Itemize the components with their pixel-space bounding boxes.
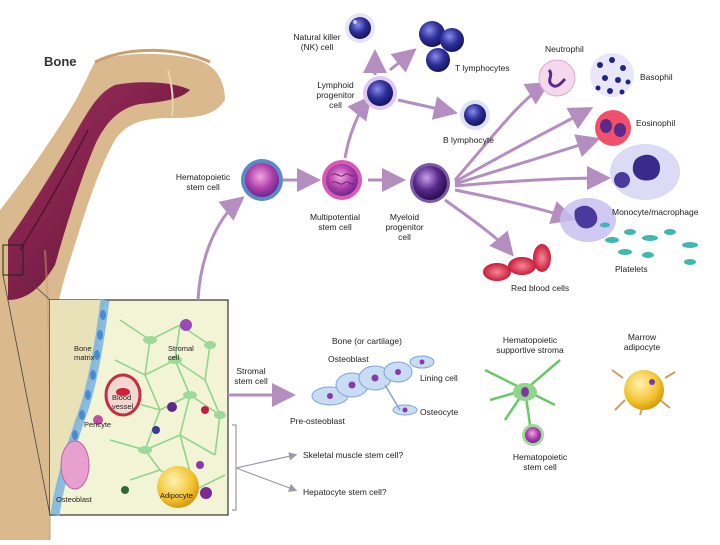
red-blood-cells [483,244,551,281]
lymphoid-progenitor-cell [363,76,397,110]
label-stromal-cell-inset: Stromal cell [168,344,194,362]
label-stromal-stem-cell: Stromal stem cell [234,366,268,386]
label-bone-or-cartilage: Bone (or cartilage) [332,336,402,346]
label-pre-osteoblast: Pre-osteoblast [290,416,345,426]
label-supportive-stroma: Hematopoietic supportive stroma [496,335,564,355]
zoom-line-1 [22,274,51,301]
monocyte-macrophage [560,144,680,242]
label-pericyte: Pericyte [84,420,112,429]
label-basophil: Basophil [640,72,673,82]
label-osteoblast: Osteoblast [328,354,369,364]
hematopoietic-stem-cell [241,159,283,201]
b-lymphocyte [460,100,490,130]
label-skeletal-muscle: Skeletal muscle stem cell? [303,450,404,460]
zoom-line-2 [2,274,51,516]
inset-osteoblast [60,440,90,490]
label-bone-matrix: Bone matrix [74,344,95,362]
label-eosinophil: Eosinophil [636,118,676,128]
stromal-bracket [232,424,298,511]
platelets [600,222,698,265]
myeloid-progenitor-cell [410,163,450,203]
label-stroma-hsc: Hematopoietic stem cell [512,452,568,472]
pericyte-dot [93,415,103,425]
label-lymphoid-progenitor: Lymphoid progenitor cell [316,80,355,110]
basophil [590,53,634,97]
label-nk-cell: Natural killer (NK) cell [293,32,341,52]
supportive-stroma-cell [484,359,561,446]
label-osteocyte: Osteocyte [420,407,459,417]
label-t-lymphocytes: T lymphocytes [455,63,510,73]
nk-cell [345,13,375,43]
label-neutrophil: Neutrophil [545,44,584,54]
zoom-box [2,244,24,276]
label-osteoblast-inset: Osteoblast [56,495,92,504]
stromal-cell-dot [180,319,192,331]
marrow-inset [49,299,229,516]
label-marrow-adipocyte: Marrow adipocyte [623,332,661,352]
stromal-cells-inset [138,336,226,454]
label-hepatocyte: Hepatocyte stem cell? [303,487,387,497]
label-lining-cell: Lining cell [420,373,458,383]
label-monocyte: Monocyte/macrophage [612,207,699,217]
marrow-adipocyte-cell [611,369,676,416]
neutrophil [538,59,576,97]
label-hematopoietic-stem-cell: Hematopoietic stem cell [175,172,231,192]
label-blood-vessel: Blood vessel [112,393,134,411]
t-lymphocytes [419,21,464,72]
bone-lineage-cells [311,355,435,416]
bone-title: Bone [44,54,77,69]
eosinophil [595,110,631,146]
label-red-blood-cells: Red blood cells [511,283,570,293]
label-myeloid-progenitor: Myeloid progenitor cell [385,212,424,242]
multipotential-stem-cell [322,160,362,200]
inset-adipocyte [157,466,199,508]
label-platelets: Platelets [615,264,648,274]
label-adipocyte: Adipocyte [160,491,193,500]
label-b-lymphocyte: B lymphocyte [443,135,495,145]
lineage-arrows [196,48,611,407]
label-multipotential-stem-cell: Multipotential stem cell [309,212,361,232]
lining-cells [65,310,106,460]
